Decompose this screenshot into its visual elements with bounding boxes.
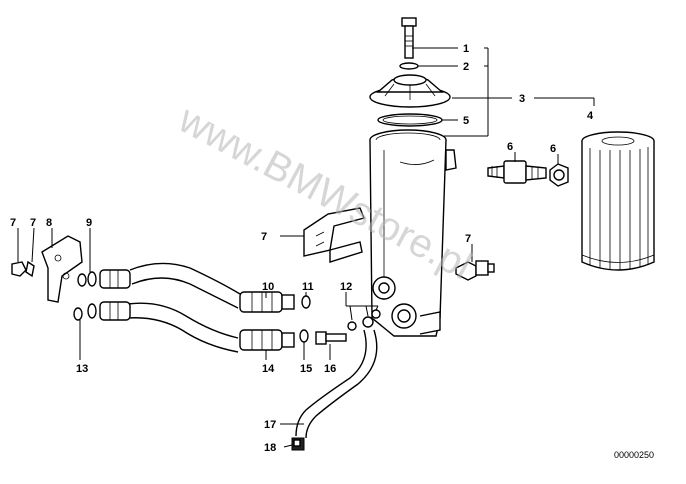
callout-11: 17 <box>264 419 276 431</box>
callout-7-right-lower: 15 <box>300 363 312 375</box>
filter-housing <box>369 17 457 337</box>
callout-5: 2 <box>463 61 469 73</box>
breather-hose <box>291 309 381 451</box>
callouts: 1 2 3 4 5 6 6 7 7 7 7 8 9 10 11 12 13 14… <box>10 43 594 454</box>
callout-7-top-left: 9 <box>86 217 92 229</box>
filter-element <box>581 131 655 271</box>
callout-6-lower: 14 <box>262 363 275 375</box>
bracket <box>303 207 365 263</box>
callout-2: 4 <box>587 110 594 122</box>
callout-17: 7 <box>465 233 471 245</box>
callout-8: 8 <box>46 217 52 229</box>
callout-12: 16 <box>324 363 336 375</box>
oil-hoses <box>73 262 311 353</box>
hose-clamp <box>11 235 83 303</box>
callout-14: 18 <box>264 442 276 454</box>
pressure-switch <box>455 260 495 281</box>
callout-4: 1 <box>463 43 469 55</box>
callout-10: 7 <box>10 217 16 229</box>
callout-7-right-upper: 11 <box>302 281 314 293</box>
reference-code: 00000250 <box>614 450 654 460</box>
callout-16: 6 <box>550 143 556 155</box>
sender-fitting <box>487 160 569 187</box>
callout-18: 7 <box>261 231 267 243</box>
callout-1: 3 <box>519 93 525 105</box>
callout-6-upper: 10 <box>262 281 274 293</box>
callout-9: 7 <box>30 217 36 229</box>
leader-lines <box>17 47 595 448</box>
callout-3: 5 <box>463 115 469 127</box>
callout-13: 12 <box>340 281 352 293</box>
callout-7-bottom-left: 13 <box>76 363 88 375</box>
callout-15: 6 <box>507 141 513 153</box>
